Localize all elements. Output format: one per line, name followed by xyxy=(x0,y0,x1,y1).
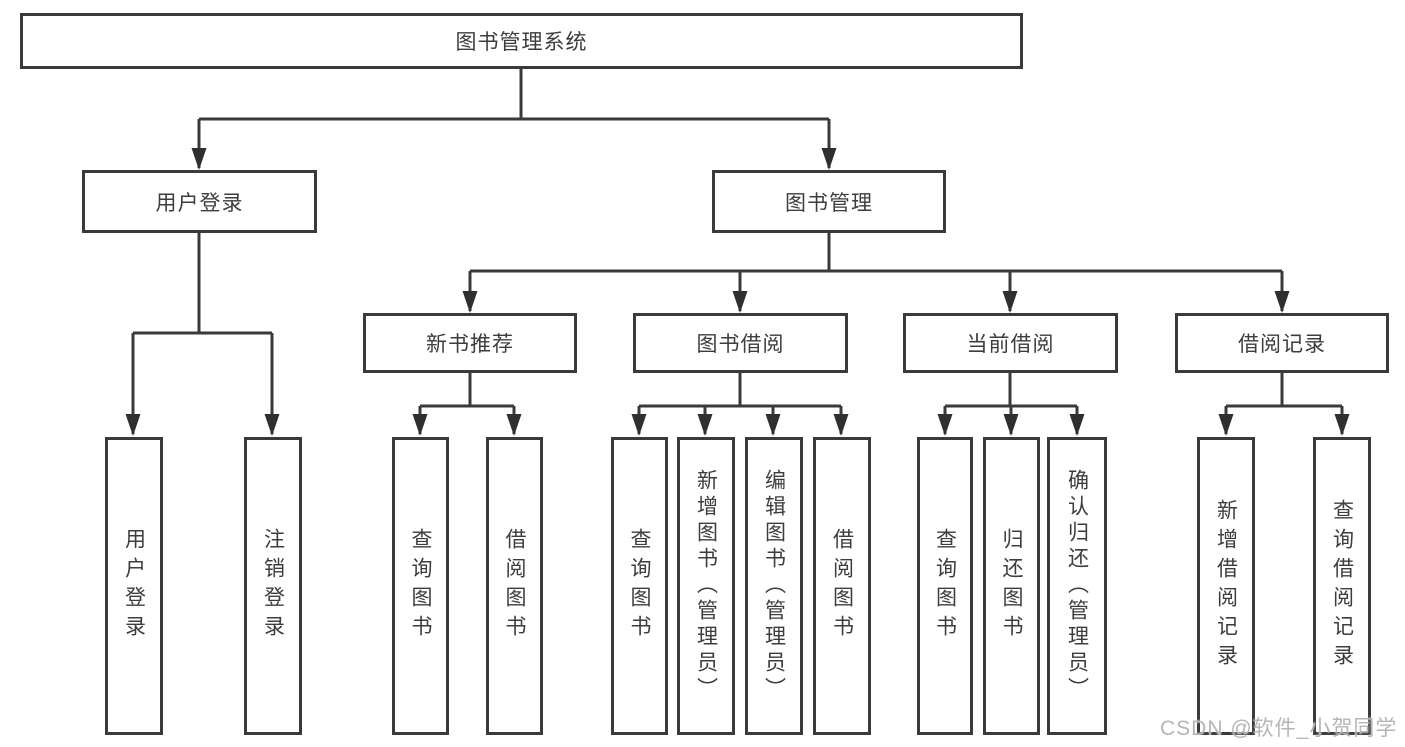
connector-path xyxy=(131,69,1344,434)
node-label: 查询图书 xyxy=(933,528,957,644)
node-leaf-add-books-admin: 新增图书（管理员） xyxy=(677,437,735,735)
node-label: 确认归还（管理员） xyxy=(1065,469,1089,703)
node-book-borrow: 图书借阅 xyxy=(633,313,848,373)
node-label: 查询图书 xyxy=(628,528,651,644)
node-label: 查询借阅记录 xyxy=(1330,499,1354,673)
arrowheads xyxy=(125,148,1350,436)
node-new-book-recommend: 新书推荐 xyxy=(363,313,577,373)
node-label: 图书管理系统 xyxy=(455,31,588,54)
node-label: 用户登录 xyxy=(155,191,244,215)
node-book-management: 图书管理 xyxy=(712,170,946,233)
node-leaf-query-borrow-record: 查询借阅记录 xyxy=(1313,437,1371,735)
node-label: 新增图书（管理员） xyxy=(694,469,718,703)
node-label: 查询图书 xyxy=(409,528,432,644)
node-label: 编辑图书（管理员） xyxy=(762,469,786,703)
node-borrow-records: 借阅记录 xyxy=(1175,313,1389,373)
node-current-borrow: 当前借阅 xyxy=(903,313,1118,373)
node-leaf-add-borrow-record: 新增借阅记录 xyxy=(1197,437,1255,735)
node-leaf-query-books-current: 查询图书 xyxy=(917,437,973,735)
node-leaf-query-books-recommend: 查询图书 xyxy=(392,437,449,735)
node-leaf-borrow-books: 借阅图书 xyxy=(813,437,871,735)
node-leaf-return-books: 归还图书 xyxy=(983,437,1040,735)
node-label: 借阅记录 xyxy=(1238,333,1326,356)
node-leaf-edit-books-admin: 编辑图书（管理员） xyxy=(745,437,803,735)
node-label: 新书推荐 xyxy=(426,333,514,356)
node-leaf-query-books-borrow: 查询图书 xyxy=(611,437,668,735)
node-leaf-confirm-return-admin: 确认归还（管理员） xyxy=(1047,437,1107,735)
node-label: 新增借阅记录 xyxy=(1214,499,1238,673)
node-leaf-logout: 注销登录 xyxy=(244,437,302,735)
node-leaf-borrow-books-recommend: 借阅图书 xyxy=(486,437,543,735)
node-label: 图书借阅 xyxy=(696,333,785,356)
node-label: 借阅图书 xyxy=(503,528,526,644)
csdn-watermark: CSDN @软件_小贺同学 xyxy=(1160,717,1398,740)
node-label: 注销登录 xyxy=(261,528,285,644)
node-label: 归还图书 xyxy=(1000,528,1023,644)
node-label: 借阅图书 xyxy=(830,528,854,644)
node-library-system: 图书管理系统 xyxy=(20,13,1023,69)
node-label: 当前借阅 xyxy=(966,333,1055,356)
node-leaf-user-login: 用户登录 xyxy=(105,437,163,735)
node-label: 图书管理 xyxy=(785,191,873,215)
node-label: 用户登录 xyxy=(122,528,146,644)
node-user-login-group: 用户登录 xyxy=(82,170,317,233)
